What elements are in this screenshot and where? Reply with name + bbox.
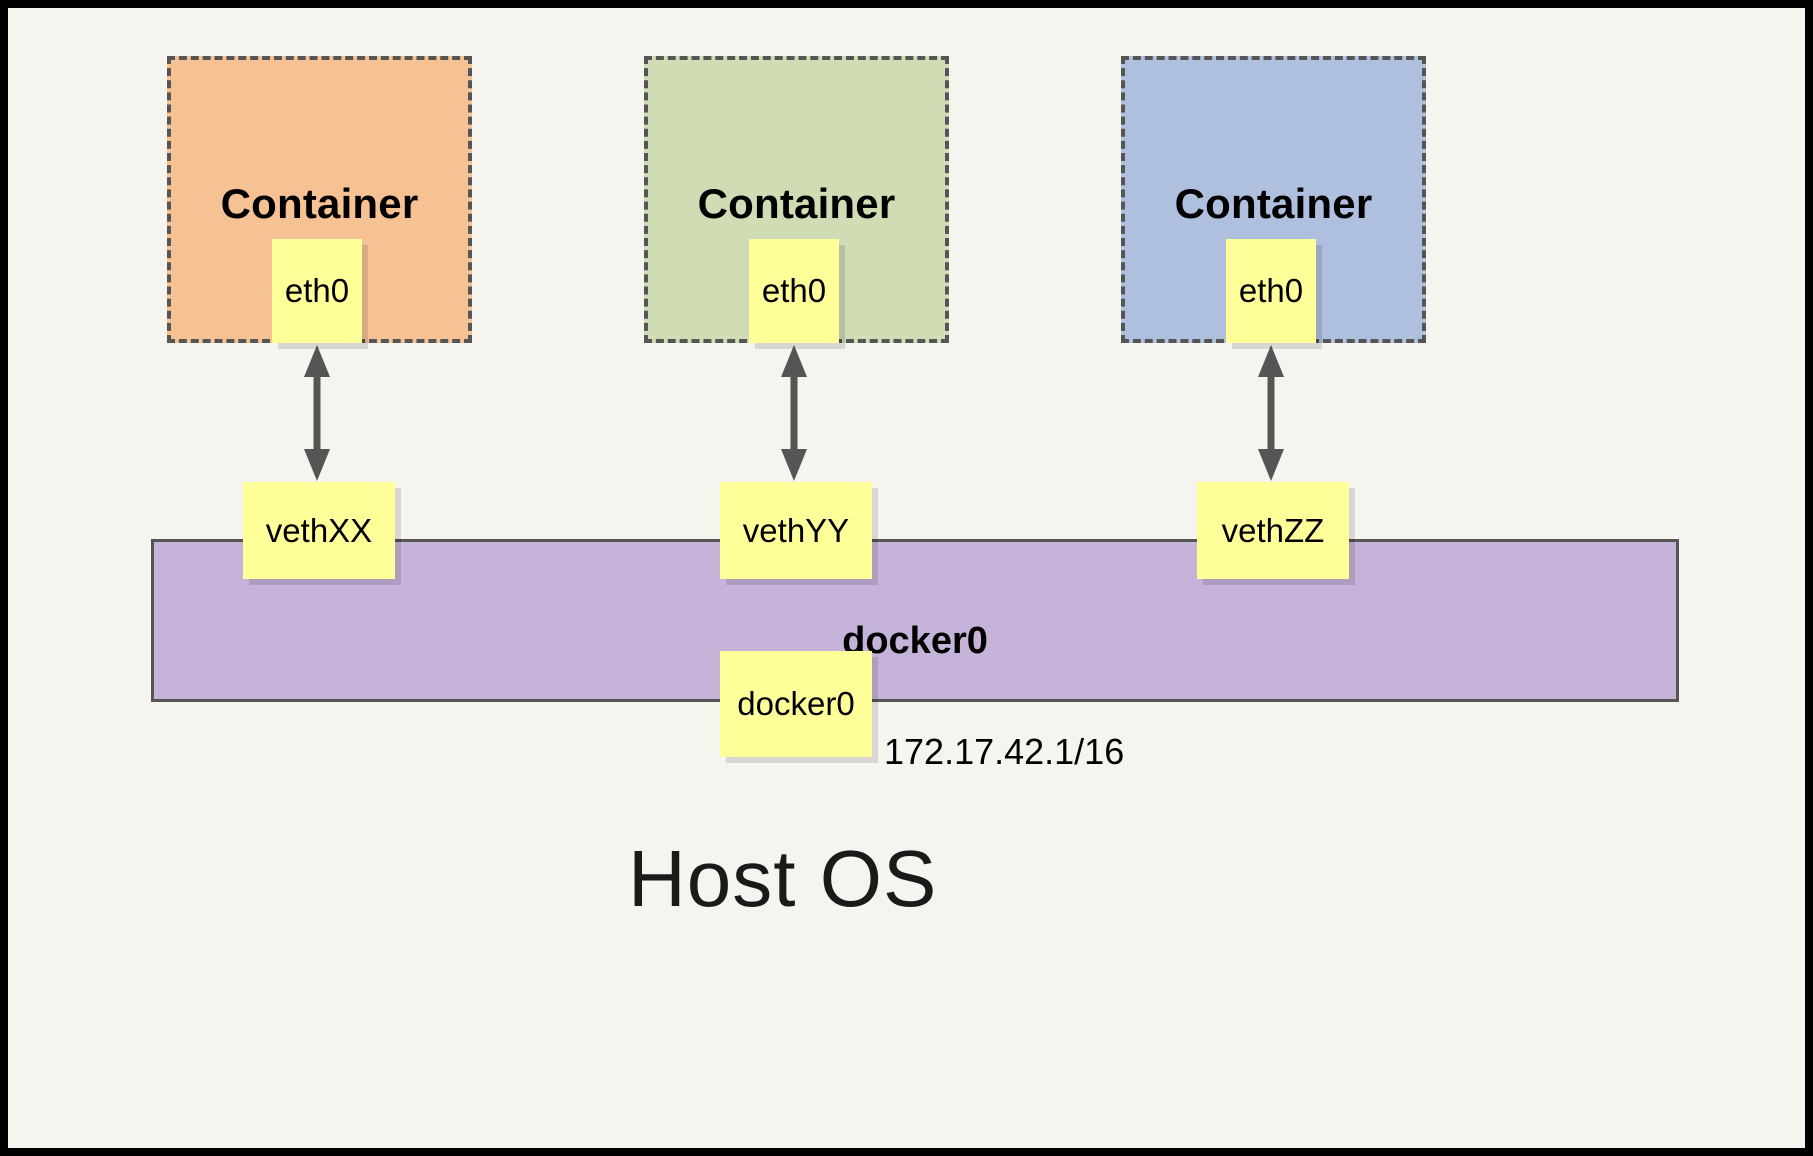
host-os-label: Host OS <box>628 834 938 923</box>
eth0-box-2: eth0 <box>749 239 839 343</box>
veth-label-vethyy: vethYY <box>742 511 850 549</box>
docker0-ip-label: 172.17.42.1/16 <box>884 731 1125 772</box>
eth0-label-1: eth0 <box>284 272 350 309</box>
container-title-3: Container <box>1174 180 1373 227</box>
veth-box-vethxx: vethXX <box>243 482 395 579</box>
docker0-port-box: docker0 <box>720 651 872 757</box>
veth-label-vethxx: vethXX <box>265 511 373 549</box>
container-title-2: Container <box>697 180 896 227</box>
veth-label-vethzz: vethZZ <box>1221 511 1325 549</box>
eth0-box-3: eth0 <box>1226 239 1316 343</box>
veth-box-vethzz: vethZZ <box>1197 482 1349 579</box>
docker0-bridge-bar: docker0 <box>151 539 1679 702</box>
docker0-bridge-label: docker0 <box>842 620 988 662</box>
eth0-label-2: eth0 <box>761 272 827 309</box>
veth-box-vethyy: vethYY <box>720 482 872 579</box>
arrow-eth0-vethzz <box>1258 345 1284 481</box>
arrow-eth0-vethyy <box>781 345 807 481</box>
container-title-1: Container <box>220 180 419 227</box>
arrow-eth0-vethxx <box>304 345 330 481</box>
eth0-box-1: eth0 <box>272 239 362 343</box>
eth0-label-3: eth0 <box>1238 272 1304 309</box>
docker0-port-label: docker0 <box>737 685 855 722</box>
